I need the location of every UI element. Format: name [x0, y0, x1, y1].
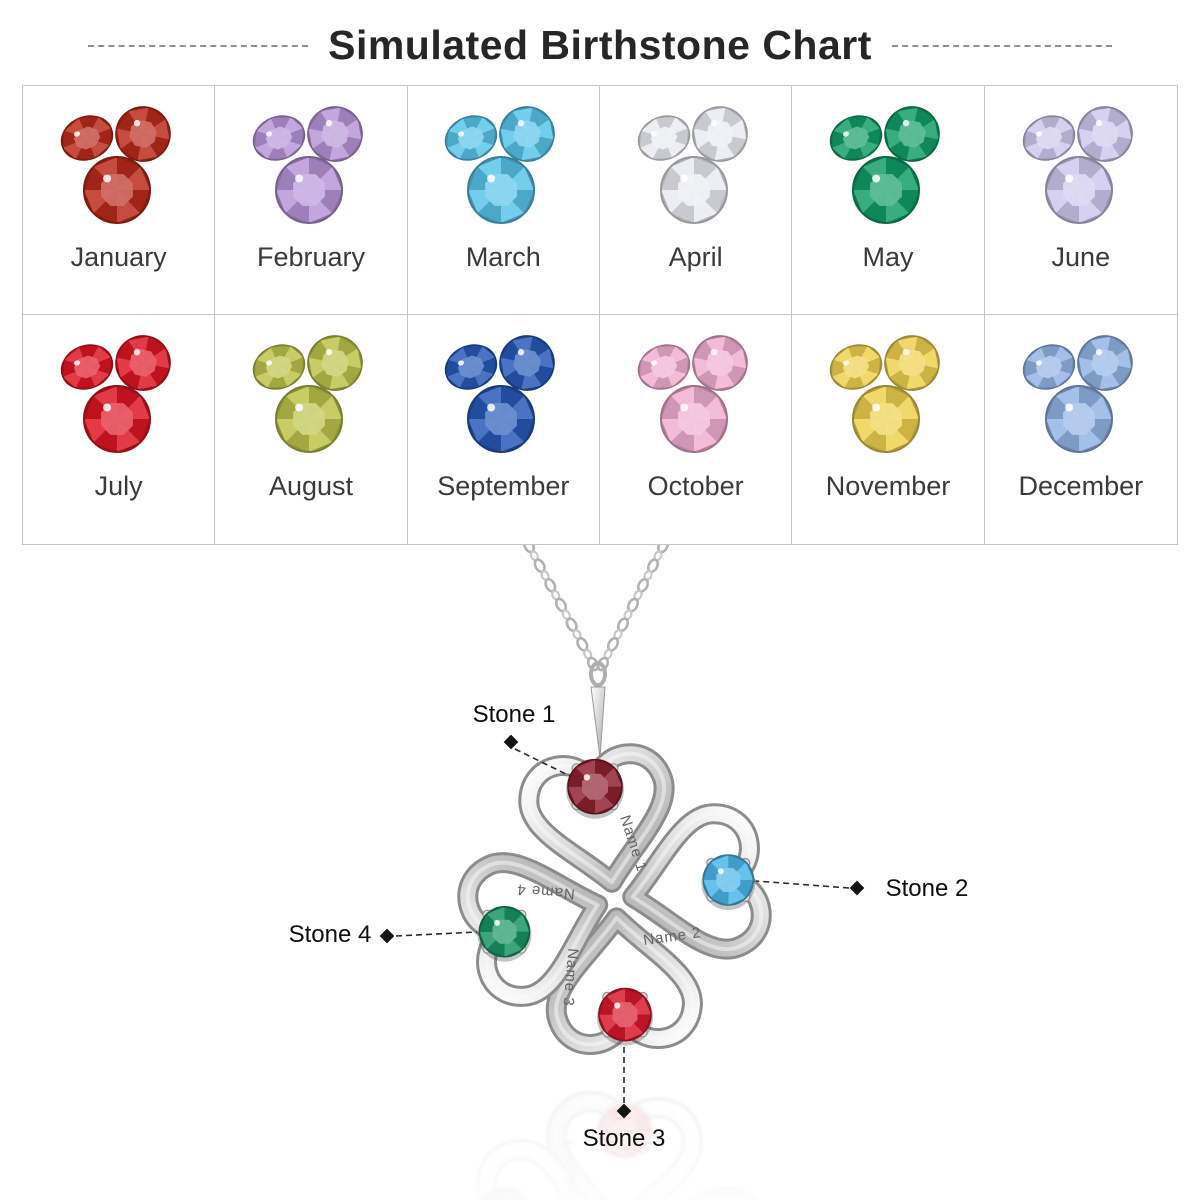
- chart-header: Simulated Birthstone Chart: [0, 22, 1200, 69]
- month-cell-june: June: [984, 86, 1177, 315]
- gem-cluster-icon: [445, 335, 556, 453]
- pendant-stone-2: [701, 854, 756, 910]
- gem-cluster-icon: [252, 106, 363, 224]
- pendant-stone-4: [479, 1184, 530, 1200]
- gem-cluster-icon: [829, 335, 940, 453]
- header-dash-right: [891, 44, 1112, 47]
- month-label: February: [256, 242, 366, 272]
- heart-band-2: [622, 1186, 772, 1200]
- month-label: June: [1051, 242, 1111, 272]
- header-dash-left: [88, 44, 309, 47]
- month-label: September: [437, 471, 570, 501]
- gem-cluster-icon: [637, 106, 748, 224]
- month-cell-july: July: [23, 315, 216, 544]
- month-label: March: [465, 242, 541, 272]
- diamond-marker-icon: [849, 880, 865, 896]
- heart-band-3: [545, 907, 703, 1055]
- month-cell-may: May: [792, 86, 985, 315]
- pendant-stone-1: [566, 758, 624, 819]
- month-label: January: [70, 242, 167, 272]
- month-cell-march: March: [407, 86, 600, 315]
- gem-cluster-icon: [1022, 335, 1133, 453]
- month-cell-february: February: [215, 86, 408, 315]
- engraved-name-4: Name 4: [516, 880, 576, 902]
- pendant-stone-3: [597, 987, 653, 1046]
- month-label: October: [647, 471, 744, 501]
- month-cell-august: August: [215, 315, 408, 544]
- month-cell-september: September: [408, 315, 600, 544]
- month-cell-april: April: [599, 86, 793, 315]
- gem-cluster-icon: [60, 335, 171, 453]
- stone-3-label: Stone 3: [582, 1125, 666, 1152]
- month-cell-november: November: [792, 315, 985, 544]
- month-label: December: [1018, 471, 1144, 501]
- pendant-stone-4: [477, 905, 532, 962]
- month-label: July: [94, 471, 143, 501]
- gem-cluster-icon: [252, 335, 363, 453]
- gem-cluster-icon: [829, 106, 940, 224]
- month-label: April: [668, 242, 723, 272]
- engraved-name-3: Name 3: [559, 947, 581, 1007]
- heart-band-2: [622, 803, 772, 960]
- month-label: August: [268, 471, 354, 501]
- stone-1-label: Stone 1: [472, 701, 556, 728]
- heart-band-4: [457, 852, 609, 1007]
- page-title: Simulated Birthstone Chart: [328, 22, 872, 68]
- gem-cluster-icon: [1022, 106, 1133, 224]
- stone-2-label: Stone 2: [885, 875, 969, 902]
- gem-cluster-icon: [60, 106, 171, 224]
- gem-cluster-icon: [445, 106, 556, 224]
- month-cell-december: December: [985, 315, 1177, 544]
- stone-4-label: Stone 4: [288, 921, 372, 948]
- month-label: May: [862, 242, 914, 272]
- month-cell-january: January: [23, 86, 216, 315]
- month-label: November: [825, 471, 951, 501]
- gem-cluster-icon: [637, 335, 748, 453]
- month-cell-october: October: [600, 315, 793, 544]
